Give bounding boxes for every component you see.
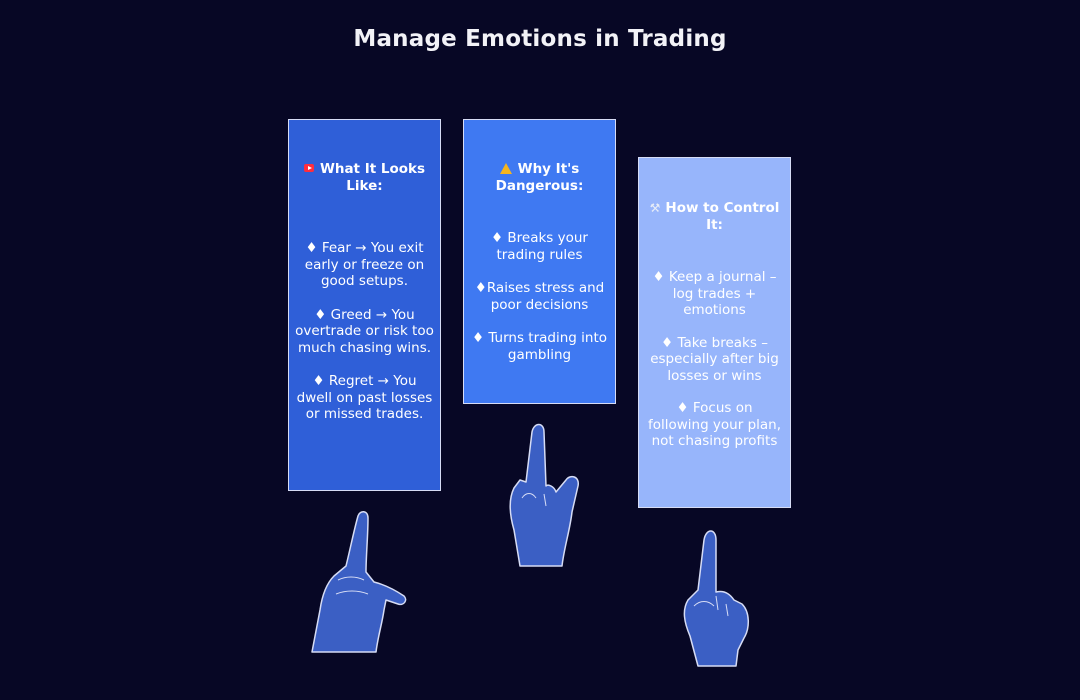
list-item: ♦ Regret → You dwell on past losses or m… (296, 373, 433, 422)
list-item: ♦ Turns trading into gambling (471, 330, 608, 363)
card-heading: Why It's Dangerous: (495, 161, 584, 194)
pointing-hand-icon (683, 530, 749, 667)
warning-icon (499, 163, 512, 174)
list-item: ♦ Breaks your trading rules (491, 230, 588, 263)
list-item: ♦Raises stress and poor decisions (474, 280, 605, 313)
pointing-hand-icon (311, 511, 407, 653)
list-item: ♦ Keep a journal – log trades + emotions (652, 269, 777, 318)
list-item: ♦ Greed → You overtrade or risk too much… (295, 306, 434, 356)
list-item: ♦ Fear → You exit early or freeze on goo… (304, 240, 425, 289)
card-why-dangerous: Why It's Dangerous: ♦ Breaks your tradin… (463, 119, 616, 404)
pointing-hand-icon (509, 423, 579, 567)
card-heading: What It Looks Like: (295, 161, 434, 194)
page-title: Manage Emotions in Trading (353, 26, 727, 52)
card-heading: ⚒How to Control It: (649, 200, 780, 233)
card-how-to-control: ⚒How to Control It: ♦ Keep a journal – l… (638, 157, 791, 508)
tools-icon: ⚒ (649, 201, 661, 215)
list-item: ♦ Focus on following your plan, not chas… (647, 400, 782, 449)
card-what-it-looks-like: What It Looks Like: ♦ Fear → You exit ea… (288, 119, 441, 491)
play-icon (303, 164, 314, 172)
list-item: ♦ Take breaks – especially after big los… (650, 334, 779, 384)
